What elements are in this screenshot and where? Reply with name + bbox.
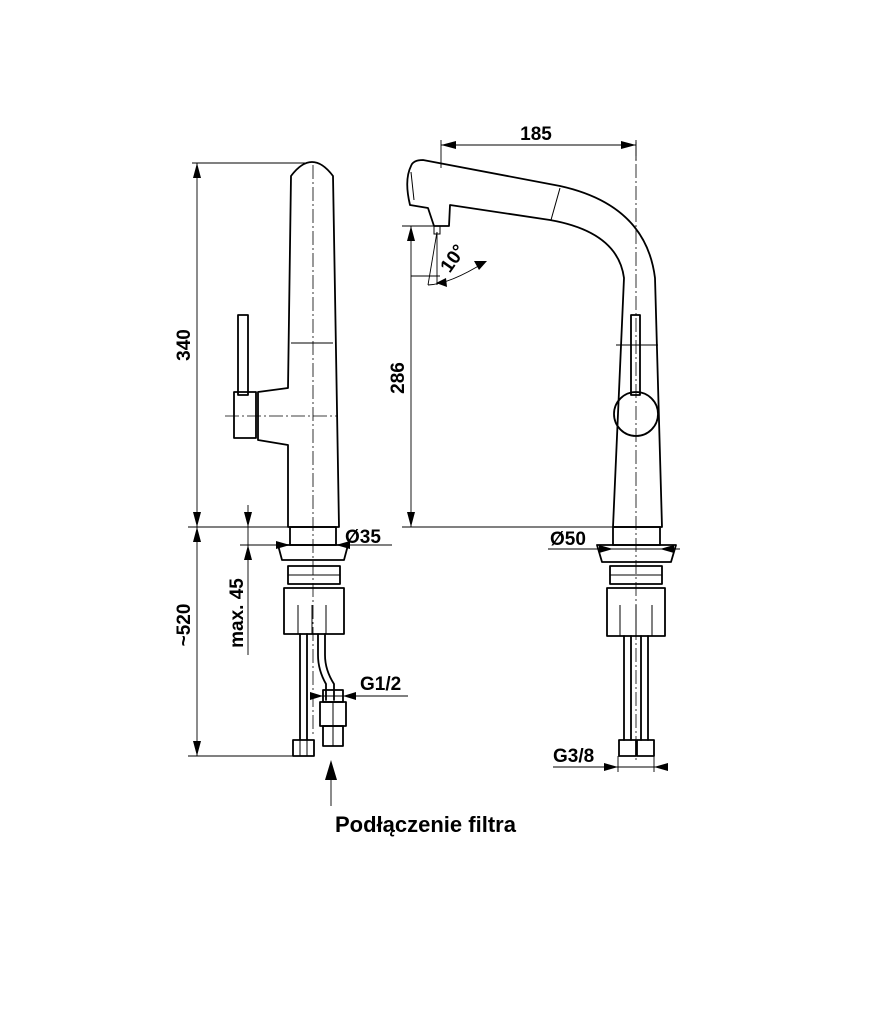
filter-thread-label: G1/2 <box>360 674 401 695</box>
height-label-340: 340 <box>174 329 195 361</box>
front-view-faucet <box>406 142 677 760</box>
filter-caption: Podłączenie filtra <box>335 812 517 837</box>
pipe-length-label: ~520 <box>174 604 195 647</box>
max-insertion-label: max. 45 <box>227 578 248 648</box>
front-view-dimensions <box>402 140 680 772</box>
angle-label: 10° <box>437 241 471 277</box>
side-view-dimensions <box>188 162 408 806</box>
side-diameter-label: Ø35 <box>345 527 381 548</box>
reach-label-185: 185 <box>520 124 552 145</box>
front-diameter-label: Ø50 <box>550 529 586 550</box>
supply-thread-label: G3/8 <box>553 746 594 767</box>
side-view-faucet <box>225 161 349 757</box>
outlet-height-label-286: 286 <box>388 362 409 394</box>
